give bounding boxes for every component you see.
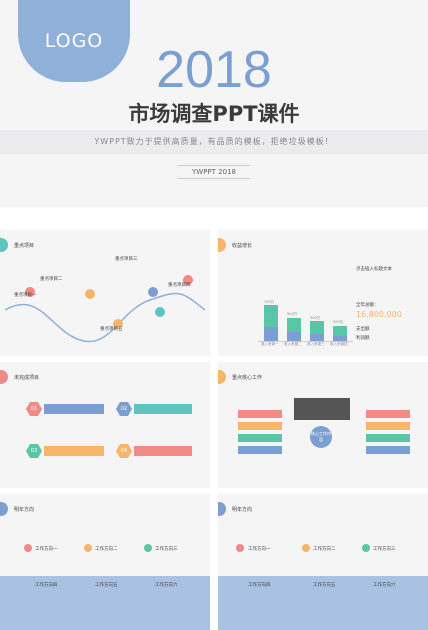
direction-label: 工作方向四 (35, 583, 58, 588)
slide-thumbnail-2[interactable]: 收益增长 700万收入来源一 500万收入来源二 300万收入来源三 300万收入来源… (218, 230, 428, 356)
work-card (366, 422, 410, 430)
category-label: 收入来源二 (284, 342, 302, 346)
hex-badge: 03 (26, 444, 42, 458)
project-label: 重点项目四 (168, 283, 191, 288)
slide-accent (0, 370, 8, 384)
chart-note: 点击插入标题文本 (356, 267, 392, 272)
legend-item: 利润额 (356, 336, 370, 341)
work-card (366, 434, 410, 442)
work-card (238, 434, 282, 442)
direction-label: 工作方向六 (373, 583, 396, 588)
item-card (44, 446, 104, 456)
total-value: 16,800,000 (356, 310, 402, 319)
data-label: 700万 (264, 299, 275, 304)
cover-title: 市场调查PPT课件 (128, 102, 300, 126)
work-card (238, 446, 282, 454)
chart-bar (287, 317, 301, 332)
slide-title: 明年方向 (232, 507, 253, 513)
dir-icon (302, 544, 310, 552)
category-label: 收入来源四 (330, 342, 348, 346)
chart-bar (310, 333, 324, 341)
hex-badge: 02 (116, 402, 132, 416)
slide-thumbnail-5[interactable]: 明年方向 工作方向一 工作方向二 工作方向三 工作方向四 工作方向五 工作方向六 (0, 494, 210, 630)
chart-bar (287, 332, 301, 341)
chart-bar (264, 305, 278, 327)
slide-thumbnail-1[interactable]: 重点项目 重点项目二 重点项目一 重点项目三 重点项目四 重点项目五 (0, 230, 210, 356)
hex-badge: 04 (116, 444, 132, 458)
chart-bar (333, 325, 347, 336)
dir-icon (84, 544, 92, 552)
direction-label: 工作方向三 (155, 547, 178, 552)
project-label: 重点项目三 (115, 257, 138, 262)
core-circle: 核心工作内容 (310, 426, 332, 448)
dir-icon (362, 544, 370, 552)
slide-accent (0, 238, 8, 252)
project-label: 重点项目一 (14, 293, 37, 298)
direction-label: 工作方向五 (95, 583, 118, 588)
direction-label: 工作方向五 (313, 583, 336, 588)
slide-thumbnail-4[interactable]: 重点核心工作 核心工作内容 (218, 362, 428, 488)
blue-footer (218, 576, 428, 630)
slide-accent (218, 370, 226, 384)
slide-title: 重点项目 (14, 243, 35, 249)
blue-footer (0, 576, 210, 630)
project-label: 重点项目五 (100, 327, 123, 332)
direction-label: 工作方向一 (248, 547, 271, 552)
project-label: 重点项目二 (40, 277, 63, 282)
legend-item: 支出额 (356, 327, 370, 332)
bar-chart: 700万收入来源一 500万收入来源二 300万收入来源三 300万收入来源四 (258, 270, 353, 346)
photo-placeholder (294, 398, 350, 420)
direction-label: 工作方向一 (35, 547, 58, 552)
chart-bar (333, 335, 347, 341)
cover-subtitle: YWPPT致力于提供高质量，有品质的模板，拒绝垃圾模板！ (94, 137, 334, 146)
direction-label: 工作方向二 (313, 547, 336, 552)
work-card (366, 410, 410, 418)
total-label: 全年总额： (356, 303, 379, 308)
work-card (366, 446, 410, 454)
cover-year: 2018 (156, 41, 272, 99)
slide-accent (218, 502, 226, 516)
slide-thumbnail-6[interactable]: 明年方向 工作方向一 工作方向二 工作方向三 工作方向四 工作方向五 工作方向六 (218, 494, 428, 630)
category-label: 收入来源一 (261, 342, 279, 346)
direction-label: 工作方向四 (248, 583, 271, 588)
work-card (238, 410, 282, 418)
slide-thumbnail-3[interactable]: 未完成项目 01 02 03 04 (0, 362, 210, 488)
item-card (44, 404, 104, 414)
slide-title: 未完成项目 (14, 375, 40, 381)
logo-badge: LOGO (18, 0, 130, 82)
hex-badge: 01 (26, 402, 42, 416)
data-label: 300万 (333, 320, 344, 325)
work-card (238, 422, 282, 430)
dir-icon (144, 544, 152, 552)
direction-label: 工作方向二 (95, 547, 118, 552)
data-label: 500万 (287, 312, 298, 317)
data-label: 300万 (310, 315, 321, 320)
direction-label: 工作方向三 (373, 547, 396, 552)
dir-icon (24, 544, 32, 552)
slide-title: 明年方向 (14, 507, 35, 513)
slide-title: 收益增长 (232, 243, 253, 249)
dir-icon (236, 544, 244, 552)
direction-label: 工作方向六 (155, 583, 178, 588)
chart-bar (310, 321, 324, 334)
subtitle-band (0, 130, 428, 154)
slide-accent (0, 502, 8, 516)
slide-accent (218, 238, 226, 252)
category-label: 收入来源三 (307, 342, 325, 346)
item-card (134, 404, 192, 414)
chart-bar (264, 326, 278, 341)
curve-line (4, 275, 206, 343)
slide-title: 重点核心工作 (232, 375, 263, 381)
item-card (134, 446, 192, 456)
cover-tag: YWPPT 2018 (178, 165, 250, 179)
